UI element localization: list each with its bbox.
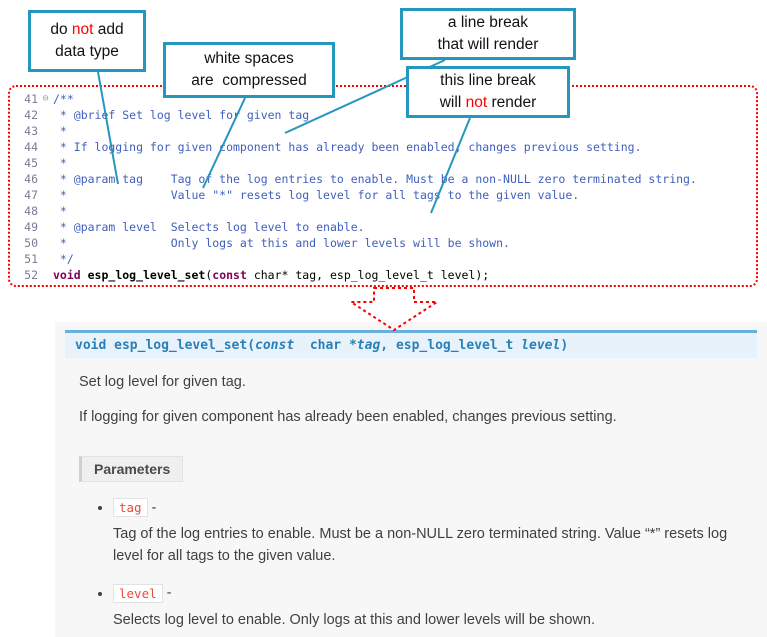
gutter-spacer xyxy=(38,171,53,187)
callout-text: do not add xyxy=(50,21,124,39)
keyword-const: const xyxy=(212,268,247,282)
sig-punct: ) xyxy=(560,338,569,353)
function-name: esp_log_level_set xyxy=(87,268,206,282)
gutter-spacer xyxy=(38,219,53,235)
gutter-spacer xyxy=(38,123,53,139)
code-line-declaration: 52 void esp_log_level_set(const char* tag… xyxy=(14,267,754,283)
code-text: * xyxy=(53,124,67,138)
param-item-level: level - Selects log level to enable. Onl… xyxy=(113,583,757,632)
sig-function-name: esp_log_level_set xyxy=(114,338,248,353)
line-number: 49 xyxy=(24,220,38,234)
sig-param-level: level xyxy=(521,338,561,353)
line-number: 47 xyxy=(24,188,38,202)
line-number: 45 xyxy=(24,156,38,170)
gutter-spacer xyxy=(38,107,53,123)
line-number: 52 xyxy=(24,268,38,282)
line-number: 44 xyxy=(24,140,38,154)
param-name-line: level - xyxy=(113,583,757,603)
param-description: Tag of the log entries to enable. Must b… xyxy=(113,526,728,564)
gutter-spacer xyxy=(38,139,53,155)
param-description: Selects log level to enable. Only logs a… xyxy=(113,611,595,628)
punctuation: ( xyxy=(205,268,213,282)
code-line: 51 */ xyxy=(14,251,754,267)
callout-text: a line break xyxy=(447,14,529,32)
param-name-chip: tag xyxy=(113,498,148,518)
declaration-rest: char* tag, esp_log_level_t level); xyxy=(246,268,490,282)
callout-whitespace-compressed: white spaces are compressed xyxy=(163,42,335,98)
sig-param-tag: tag xyxy=(356,338,381,353)
code-line: 44 * If logging for given component has … xyxy=(14,139,754,155)
callout-text: white spaces xyxy=(204,50,294,68)
code-text: */ xyxy=(53,252,74,266)
fold-minus-icon[interactable]: ⊖ xyxy=(42,93,49,104)
line-number: 46 xyxy=(24,172,38,186)
sig-type-loglevel: esp_log_level_t xyxy=(395,338,522,353)
param-name-chip: level xyxy=(113,583,163,603)
rendered-docs-panel: void esp_log_level_set(const char *tag, … xyxy=(55,322,767,637)
gutter-spacer xyxy=(38,267,53,283)
callout-linebreak-not-render: this line break will not render xyxy=(406,66,570,118)
line-number: 51 xyxy=(24,252,38,266)
code-text: /** xyxy=(53,92,74,106)
code-line: 47 * Value "*" resets log level for all … xyxy=(14,187,754,203)
param-dash: - xyxy=(147,499,161,516)
code-text: * If logging for given component has alr… xyxy=(53,140,642,154)
callout-text: are compressed xyxy=(191,72,307,89)
sig-punct: , xyxy=(380,338,396,353)
code-text: * xyxy=(53,204,67,218)
code-line: 49 * @param level Selects log level to e… xyxy=(14,219,754,235)
code-text: * @param tag Tag of the log entries to e… xyxy=(53,172,697,186)
function-signature: void esp_log_level_set(const char *tag, … xyxy=(65,330,757,358)
code-editor-snippet: 41 ⊖ /** 42 * @brief Set log level for giv… xyxy=(8,85,758,287)
callout-text: data type xyxy=(55,43,119,60)
gutter-spacer xyxy=(38,155,53,171)
code-line: 41 ⊖ /** xyxy=(14,91,754,107)
code-text: * Value "*" resets log level for all tag… xyxy=(53,188,580,202)
param-item-tag: tag - Tag of the log entries to enable. … xyxy=(113,498,757,568)
code-line: 42 * @brief Set log level for given tag xyxy=(14,107,754,123)
sig-type-char: char * xyxy=(294,338,357,353)
callout-text: this line break xyxy=(440,72,536,90)
line-number: 41 xyxy=(24,92,38,106)
param-name-line: tag - xyxy=(113,498,757,518)
code-line: 46 * @param tag Tag of the log entries t… xyxy=(14,171,754,187)
line-number: 43 xyxy=(24,124,38,138)
parameters-list: tag - Tag of the log entries to enable. … xyxy=(65,498,757,631)
code-line: 45 * xyxy=(14,155,754,171)
callout-no-datatype: do not add data type xyxy=(28,10,146,72)
line-number: 48 xyxy=(24,204,38,218)
sig-punct: ( xyxy=(247,338,256,353)
callout-text: that will render xyxy=(437,36,539,53)
line-number: 50 xyxy=(24,236,38,250)
code-text: * @brief Set log level for given tag xyxy=(53,108,310,122)
gutter-spacer xyxy=(38,203,53,219)
code-text: * Only logs at this and lower levels wil… xyxy=(53,236,510,250)
code-text: * @param level Selects log level to enab… xyxy=(53,220,365,234)
brief-paragraph: Set log level for given tag. xyxy=(79,374,246,390)
gutter-spacer xyxy=(38,187,53,203)
callout-linebreak-renders: a line break that will render xyxy=(400,8,576,60)
gutter-spacer xyxy=(38,235,53,251)
sig-keyword-const: const xyxy=(255,338,295,353)
code-line: 48 * xyxy=(14,203,754,219)
code-line: 43 * xyxy=(14,123,754,139)
code-line: 50 * Only logs at this and lower levels … xyxy=(14,235,754,251)
parameters-label: Parameters xyxy=(79,456,184,483)
keyword-void: void xyxy=(53,268,88,282)
code-text: void esp_log_level_set(const char* tag, … xyxy=(53,267,489,283)
sig-keyword-void: void xyxy=(75,338,115,353)
param-dash: - xyxy=(162,585,176,602)
gutter-spacer xyxy=(38,251,53,267)
callout-text: will not render xyxy=(439,94,537,111)
line-number: 42 xyxy=(24,108,38,122)
code-text: * xyxy=(53,156,67,170)
detail-paragraph: If logging for given component has alrea… xyxy=(79,409,617,426)
